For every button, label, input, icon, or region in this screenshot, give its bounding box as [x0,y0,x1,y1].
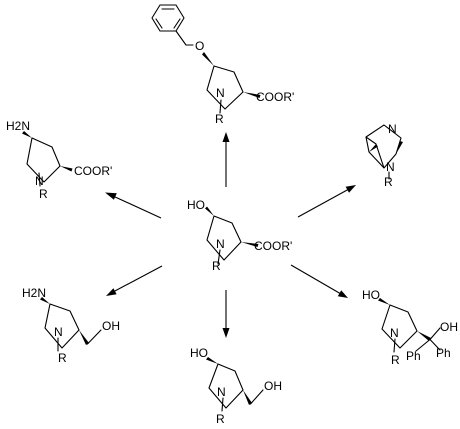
product-benzyl-ether: O N R COOR' [151,4,294,126]
amino-alcohol-ring-bonds [44,303,80,349]
carbinol-phenyl-left-label: Ph [406,349,421,363]
arrow-to-bicyclic-amine [297,185,356,218]
arrow-to-amino-ester [105,192,162,219]
diol-nitrogen-label: N [217,385,226,399]
carbinol-nitrogen-label: N [390,326,399,340]
benzyl-ester-wedge [243,92,261,98]
center-ester-label: COOR' [254,239,292,253]
diol-n-substituent-label: R [216,412,225,426]
bicyclic-nitrogen-label: N [386,160,395,174]
product-diphenyl-carbinol: HO N R OH Ph Ph [362,288,458,367]
carbinol-hydroxyl-label: HO [362,288,380,302]
amino-alcohol-hydroxyl-label: OH [102,319,120,333]
amino-ester-n-substituent-label: R [39,187,48,201]
diol-side-wedge [243,390,252,405]
arrow-to-diphenyl-carbinol [290,264,348,298]
amino-alcohol-side-wedge [79,330,89,345]
amino-alcohol-nitrogen-label: N [54,325,63,339]
bicyclic-bridge-wedge [396,141,403,154]
benzyl-ether-wedge [202,52,214,66]
carbinol-n-substituent-label: R [391,353,400,367]
diol-n-r-bond [221,397,224,412]
amino-alcohol-ch2-oh-bond [86,329,102,345]
carbinol-ring-bonds [381,304,418,349]
reaction-arrows [105,132,356,338]
center-hydroxyl-label: HO [187,198,205,212]
bicyclic-bridge-nitrogen-label: N [388,122,397,136]
center-hydroxyl-wedge [205,206,214,216]
benzyl-n-r-bond [219,99,222,114]
carbinol-hydroxyl-wedge [378,298,390,305]
amino-alcohol-amino-label: H2N [22,286,46,300]
center-n-r-bond [217,249,221,265]
benzyl-ch2-o-bonds [175,30,194,46]
product-amino-alcohol: H2N N R OH [22,286,120,365]
carbinol-oh-label: OH [440,320,458,334]
bicyclic-n-substituent-label: R [384,175,393,189]
benzyl-phenyl-inner-bonds [155,8,181,29]
arrow-to-benzyl-ether [222,132,230,187]
arrow-to-diol [222,290,230,338]
product-amino-ester: H2N N R COOR' [6,119,112,201]
amino-ester-nitrogen-label: N [35,174,44,188]
benzyl-ester-label: COOR' [256,90,294,104]
amino-ester-amino-label: H2N [6,119,30,133]
carbinol-phenyl-right-label: Ph [436,346,451,360]
diol-ch2-oh-bond [249,389,264,405]
center-hydroxyproline-ester: HO N R COOR' [187,198,292,273]
bicyclic-bridge-wedge-2 [369,144,378,152]
diol-side-hydroxyl-label: OH [264,379,282,393]
center-ester-wedge [241,242,259,247]
product-diol: HO N R OH [190,346,282,426]
amino-ester-ester-label: COOR' [74,164,112,178]
arrow-to-amino-alcohol [106,265,163,296]
carbinol-n-r-bond [393,338,396,353]
amino-alcohol-n-substituent-label: R [58,351,67,365]
benzyl-n-substituent-label: R [215,112,224,126]
product-bicyclic-amine: N N R [365,122,403,189]
benzyl-nitrogen-label: N [216,86,225,100]
amino-ester-ring-bonds [26,137,61,183]
diol-hydroxyl-wedge [206,357,218,364]
amino-ester-n-r-bond [38,172,41,187]
benzyl-ring-bonds [206,65,244,110]
carbinol-side-wedge [417,331,431,341]
amino-ester-amino-wedge [22,131,32,138]
center-nitrogen-label: N [216,237,225,251]
diol-hydroxyl-label: HO [190,346,208,360]
amino-alcohol-amino-wedge [40,297,50,304]
carbinol-substituent-bonds [415,327,441,352]
center-n-substituent-label: R [212,259,221,273]
diol-ring-bonds [208,363,244,409]
center-ring-bonds [206,215,242,261]
benzyl-oxygen-label: O [195,39,204,53]
amino-ester-ester-wedge [60,166,73,172]
